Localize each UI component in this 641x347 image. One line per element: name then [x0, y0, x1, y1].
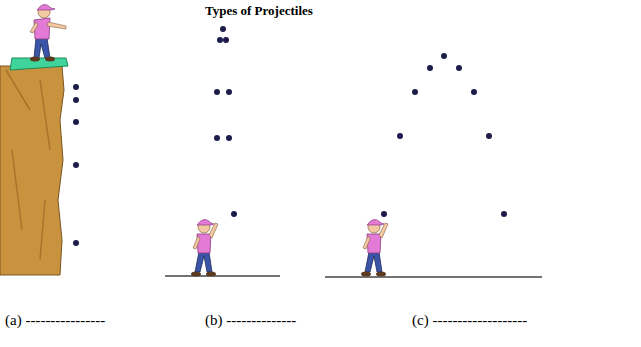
part-label: (b) --------------: [205, 312, 296, 329]
part-label: (a) ----------------: [5, 312, 105, 329]
diagram-title: Types of Projectiles: [205, 3, 313, 19]
part-label: (c) -------------------: [412, 312, 527, 329]
